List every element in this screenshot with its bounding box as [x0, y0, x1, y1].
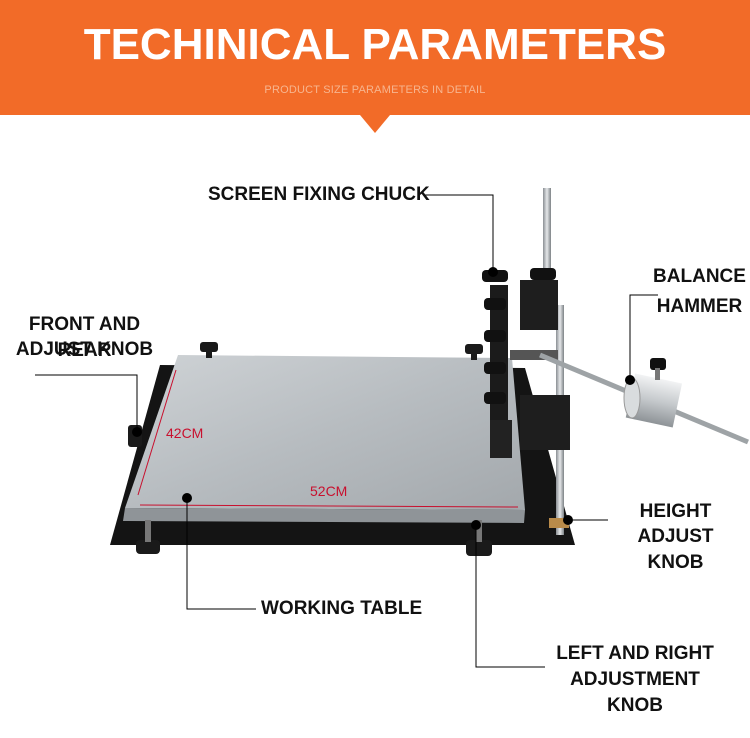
- leader-screen-chuck: [424, 194, 494, 272]
- table-knob-front-right: [466, 520, 492, 556]
- chuck-clamp-plate: [490, 420, 512, 458]
- callout-height-line1: HEIGHT: [639, 501, 712, 522]
- callout-lr-knob-line1: LEFT AND RIGHT: [556, 643, 714, 664]
- leader-dots: [132, 267, 635, 530]
- working-table-edge: [123, 508, 525, 523]
- callout-lr-knob-line2: ADJUSTMENT KNOB: [570, 669, 700, 716]
- callout-height-line2: ADJUST KNOB: [637, 526, 714, 573]
- front-bracket: [520, 395, 570, 450]
- callout-balance-hammer-line1: BALANCE: [653, 266, 746, 287]
- callout-front-rear-line1: FRONT AND REAR: [28, 314, 141, 361]
- rear-threaded-rod: [543, 188, 551, 288]
- table-knob-back-right: [465, 344, 483, 360]
- callout-screen-fixing-chuck: SCREEN FIXING CHUCK: [208, 184, 430, 205]
- depth-dimension-line: [137, 369, 177, 496]
- table-knob-front-left: [136, 520, 160, 554]
- width-dimension-line: [139, 504, 519, 508]
- horizontal-bar: [510, 350, 558, 360]
- callout-front-rear-line2: ADJUST KNOB: [15, 339, 154, 360]
- working-table-top: [125, 355, 525, 510]
- balance-hammer-weight: [623, 358, 683, 428]
- leader-balance-hammer: [629, 294, 658, 380]
- leader-working-table: [186, 500, 256, 610]
- leader-lines: [35, 194, 658, 668]
- callout-balance-hammer-line2: HAMMER: [656, 296, 743, 317]
- leader-front-rear: [35, 374, 138, 430]
- banner-pointer: [360, 115, 390, 133]
- height-knob-collar: [549, 518, 569, 528]
- header-banner: [0, 0, 750, 115]
- leader-lr-knob: [475, 525, 545, 668]
- callout-working-table: WORKING TABLE: [261, 598, 423, 619]
- table-knob-back-left: [200, 342, 218, 358]
- rear-bracket: [520, 280, 558, 330]
- page-subtitle: PRODUCT SIZE PARAMETERS IN DETAIL: [264, 84, 486, 96]
- page-title: TECHINICAL PARAMETERS: [83, 20, 667, 69]
- width-label: 52CM: [310, 483, 348, 499]
- depth-label: 42CM: [166, 425, 204, 441]
